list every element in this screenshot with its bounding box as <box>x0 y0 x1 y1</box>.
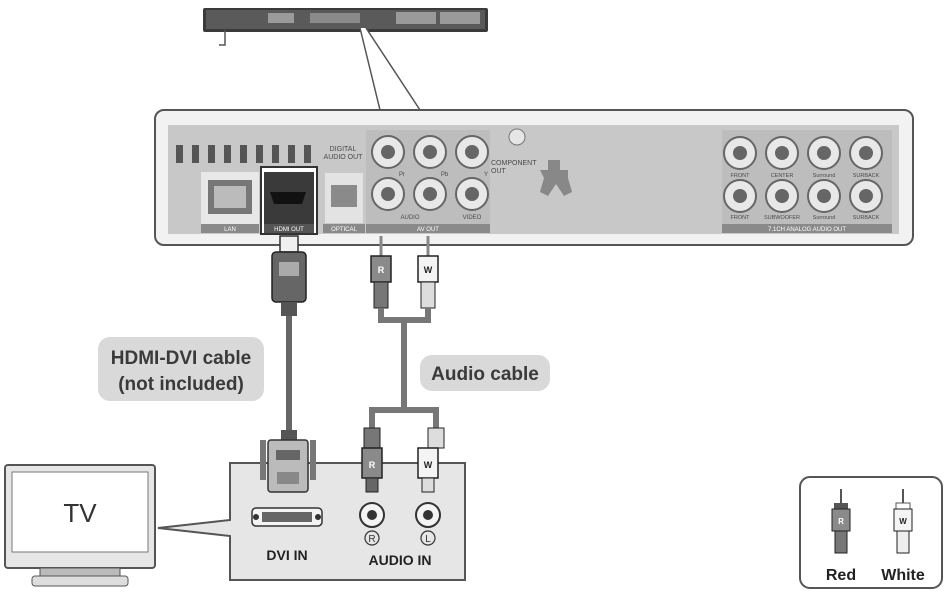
lan-port: LAN <box>201 172 259 233</box>
jack-pb-label: Pb <box>441 172 449 178</box>
jack-r-label: R <box>368 534 375 545</box>
av-out-jacks: Pr Pb Y AUDIO VIDEO AV OUT <box>366 130 490 233</box>
legend-plug-w: W <box>899 517 907 526</box>
jack-l-label: L <box>425 534 431 545</box>
lan-label: LAN <box>224 227 236 233</box>
audio-in-jacks: R W R L AUDIO IN <box>359 447 441 568</box>
zoom-callout <box>359 27 422 111</box>
subwoofer-label: SUBWOOFER <box>764 215 800 221</box>
component-out-line1: COMPONENT <box>491 160 537 167</box>
digital-audio-out-line1: DIGITAL <box>330 146 357 153</box>
tv-input-panel: DVI IN R W R L AUDIO IN <box>157 439 466 581</box>
audio-cable: R W <box>363 236 445 449</box>
av-out-label: AV OUT <box>417 227 439 233</box>
analog-audio-out: FRONT CENTER Surround SURBACK FRONT SUBW… <box>722 130 892 233</box>
audio-cable-label: Audio cable <box>420 355 550 391</box>
hdmi-dvi-cable-label: HDMI-DVI cable (not included) <box>98 337 264 401</box>
front-l-label: FRONT <box>731 173 751 179</box>
tv-plug-w: W <box>424 460 433 470</box>
video-label: VIDEO <box>463 215 482 221</box>
hdmi-out-label: HDMI OUT <box>274 227 304 233</box>
surback-l-label: SURBACK <box>853 173 880 179</box>
top-plug-r: R <box>378 265 385 275</box>
player-thumbnail <box>203 8 488 46</box>
hdmi-out-port: HDMI OUT <box>260 166 318 235</box>
hdmi-dvi-line2: (not included) <box>118 374 244 395</box>
optical-port: DIGITAL AUDIO OUT OPTICAL <box>323 146 365 233</box>
dvi-in-port: DVI IN <box>251 507 323 563</box>
legend-red: Red <box>826 567 856 584</box>
tv: TV <box>4 464 156 587</box>
jack-y-label: Y <box>484 172 488 178</box>
vent-slots <box>176 145 311 163</box>
tv-plug-r: R <box>369 460 376 470</box>
surround-l-label: Surround <box>813 173 836 179</box>
optical-label: OPTICAL <box>331 227 357 233</box>
hdmi-dvi-cable <box>271 235 307 444</box>
analog-out-label: 7.1CH ANALOG AUDIO OUT <box>768 227 846 233</box>
component-out-line2: OUT <box>491 168 507 175</box>
dvi-plug <box>260 439 316 493</box>
tv-label: TV <box>63 498 97 528</box>
plug-color-legend: R Red W White <box>799 476 943 589</box>
center-label: CENTER <box>771 173 794 179</box>
audio-cable-text: Audio cable <box>431 364 539 385</box>
jack-pr-label: Pr <box>399 172 405 178</box>
front-r-label: FRONT <box>731 215 751 221</box>
top-plug-w: W <box>424 265 433 275</box>
surback-r-label: SURBACK <box>853 215 880 221</box>
component-out: COMPONENT OUT <box>491 128 572 196</box>
fan-icon <box>540 160 572 196</box>
legend-plug-r: R <box>838 517 844 526</box>
audio-label: AUDIO <box>400 215 419 221</box>
legend-white: White <box>881 567 925 584</box>
surround-r-label: Surround <box>813 215 836 221</box>
dvi-in-label: DVI IN <box>266 547 307 563</box>
digital-audio-out-line2: AUDIO OUT <box>324 154 364 161</box>
audio-in-label: AUDIO IN <box>369 552 432 568</box>
rear-panel: LAN HDMI OUT DIGITAL AUDIO OUT OPTICAL <box>154 109 914 246</box>
hdmi-dvi-line1: HDMI-DVI cable <box>111 348 251 369</box>
